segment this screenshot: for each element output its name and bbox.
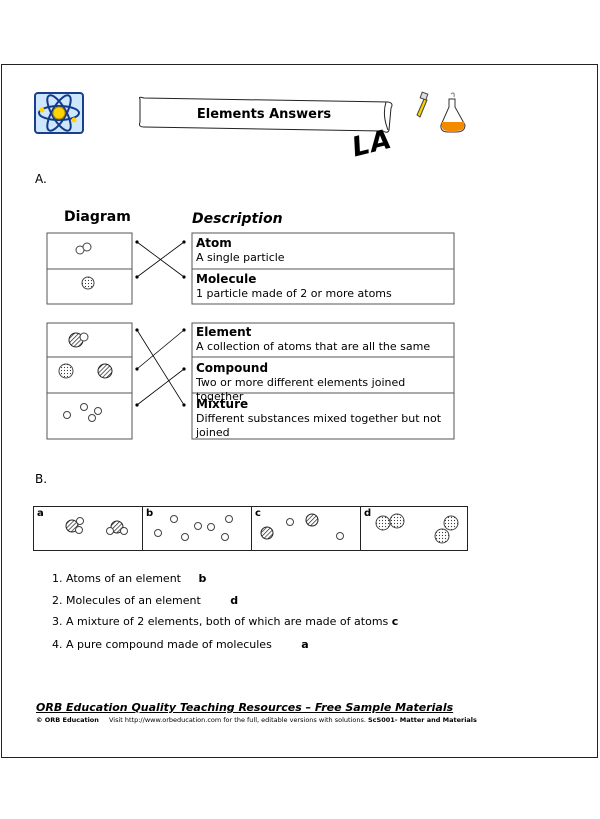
question-answer: d — [230, 594, 238, 607]
question-3: 3. A mixture of 2 elements, both of whic… — [52, 615, 398, 628]
definition-mixture: Different substances mixed together but … — [196, 412, 451, 440]
question-number: 4. — [52, 638, 63, 651]
box-label-a: a — [37, 508, 44, 519]
question-answer: a — [301, 638, 308, 651]
question-text: Molecules of an element — [66, 594, 201, 607]
question-text: Atoms of an element — [66, 572, 181, 585]
atom-logo-icon — [35, 92, 83, 134]
term-element: Element — [196, 325, 251, 339]
box-label-b: b — [146, 508, 153, 519]
question-text: A mixture of 2 elements, both of which a… — [66, 615, 388, 628]
term-atom: Atom — [196, 236, 232, 250]
match-lines-group1 — [135, 240, 185, 278]
picture-boxes: a b c d — [33, 506, 468, 551]
box-label-c: c — [255, 508, 261, 519]
definition-molecule: 1 particle made of 2 or more atoms — [196, 287, 451, 301]
description-heading: Description — [192, 211, 283, 227]
two-elements-diagram — [59, 364, 112, 378]
match-lines-group2 — [135, 328, 185, 406]
molecule-diagram — [69, 333, 88, 347]
description-table-2: Element A collection of atoms that are a… — [192, 323, 454, 439]
question-number: 2. — [52, 594, 63, 607]
question-answer: b — [198, 572, 206, 585]
flask-icon — [417, 92, 465, 132]
footer-code: ScS001- Matter and Materials — [368, 716, 477, 724]
footer-info: © ORB Education Visit http://www.orbeduc… — [36, 716, 366, 724]
single-particle-diagram — [82, 277, 94, 289]
box-label-d: d — [364, 508, 371, 519]
question-4: 4. A pure compound made of molecules a — [52, 638, 309, 651]
footer-copyright: © ORB Education — [36, 716, 99, 724]
term-mixture: Mixture — [196, 397, 248, 411]
footer-title: ORB Education Quality Teaching Resources… — [36, 701, 453, 714]
section-b-label: B. — [35, 472, 47, 486]
scattered-atoms-diagram — [64, 404, 102, 422]
section-a-label: A. — [35, 172, 47, 186]
question-2: 2. Molecules of an element d — [52, 594, 238, 607]
box-divider — [142, 507, 143, 550]
term-molecule: Molecule — [196, 272, 256, 286]
definition-atom: A single particle — [196, 251, 451, 265]
question-number: 1. — [52, 572, 63, 585]
question-number: 3. — [52, 615, 63, 628]
description-table-1: Atom A single particle Molecule 1 partic… — [192, 233, 454, 304]
question-text: A pure compound made of molecules — [66, 638, 272, 651]
question-1: 1. Atoms of an element b — [52, 572, 206, 585]
term-compound: Compound — [196, 361, 268, 375]
title-banner: Elements Answers — [138, 97, 390, 133]
box-divider — [251, 507, 252, 550]
box-divider — [360, 507, 361, 550]
definition-element: A collection of atoms that are all the s… — [196, 340, 451, 354]
question-answer: c — [392, 615, 399, 628]
diagram-heading: Diagram — [64, 209, 131, 225]
page-title: Elements Answers — [138, 107, 390, 122]
footer-visit: Visit http://www.orbeducation.com for th… — [109, 716, 366, 724]
atom-diagram — [76, 243, 91, 254]
